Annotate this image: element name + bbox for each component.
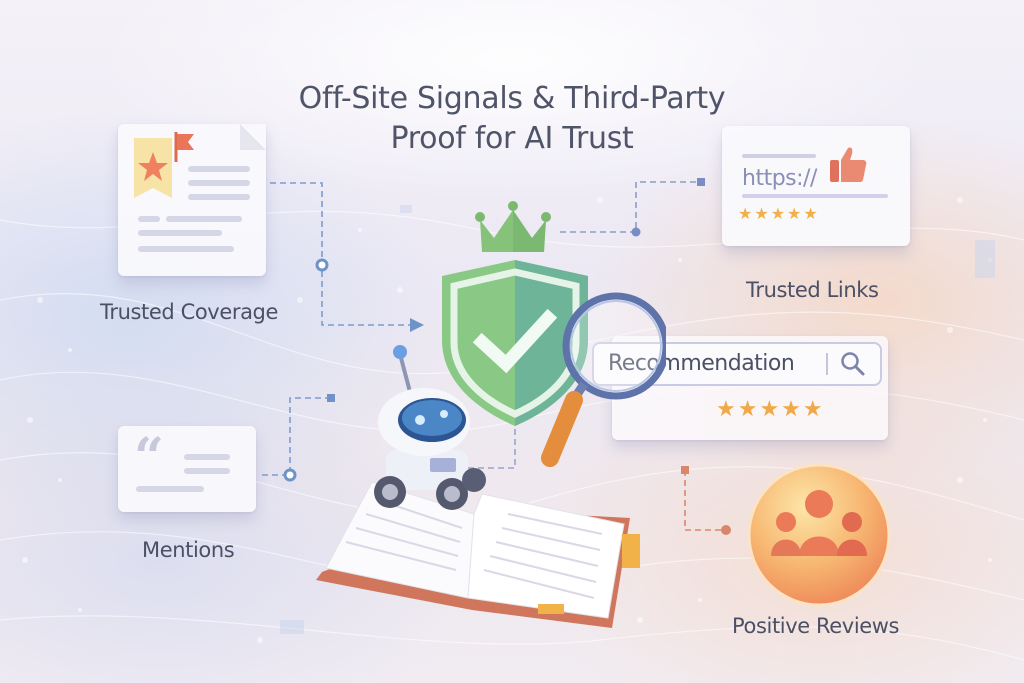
text-line bbox=[138, 246, 234, 252]
divider bbox=[826, 353, 828, 375]
page-title: Off-Site Signals & Third-Party Proof for… bbox=[0, 78, 1024, 160]
mentions-card: “ bbox=[118, 426, 256, 512]
robot-icon bbox=[374, 345, 486, 510]
text-line bbox=[138, 216, 160, 222]
text-line bbox=[136, 486, 204, 492]
text-line bbox=[188, 180, 250, 186]
recommendation-stars: ★★★★★ bbox=[716, 397, 825, 422]
crown-icon bbox=[475, 201, 551, 252]
text-line bbox=[184, 468, 230, 474]
mentions-label: Mentions bbox=[142, 538, 235, 562]
text-line bbox=[138, 230, 222, 236]
text-line bbox=[166, 216, 242, 222]
text-line bbox=[188, 166, 250, 172]
thumbs-up-icon bbox=[830, 147, 867, 182]
title-line-1: Off-Site Signals & Third-Party bbox=[298, 81, 726, 116]
trusted-links-label: Trusted Links bbox=[746, 278, 879, 302]
document-with-star-ribbon-icon bbox=[134, 132, 194, 198]
page-fold bbox=[240, 124, 266, 150]
search-icon bbox=[841, 352, 865, 376]
trusted-coverage-label: Trusted Coverage bbox=[100, 300, 278, 324]
url-text: https:// bbox=[742, 166, 817, 191]
rating-stars: ★★★★★ bbox=[738, 204, 820, 223]
search-text: Recommendation bbox=[608, 351, 795, 376]
open-book-icon bbox=[316, 481, 640, 628]
recommendation-search-box: Recommendation bbox=[592, 342, 882, 386]
quote-icon: “ bbox=[134, 427, 164, 488]
positive-reviews-label: Positive Reviews bbox=[732, 614, 900, 638]
trusted-coverage-card bbox=[118, 124, 266, 276]
text-line bbox=[742, 194, 888, 198]
text-line bbox=[742, 154, 816, 158]
title-line-2: Proof for AI Trust bbox=[390, 121, 634, 156]
text-line bbox=[188, 194, 250, 200]
group-people-icon bbox=[747, 463, 891, 607]
magnifying-glass-icon bbox=[541, 292, 666, 467]
shield-check-icon bbox=[442, 260, 588, 426]
trusted-links-card: https:// ★★★★★ bbox=[722, 126, 910, 246]
text-line bbox=[184, 454, 230, 460]
